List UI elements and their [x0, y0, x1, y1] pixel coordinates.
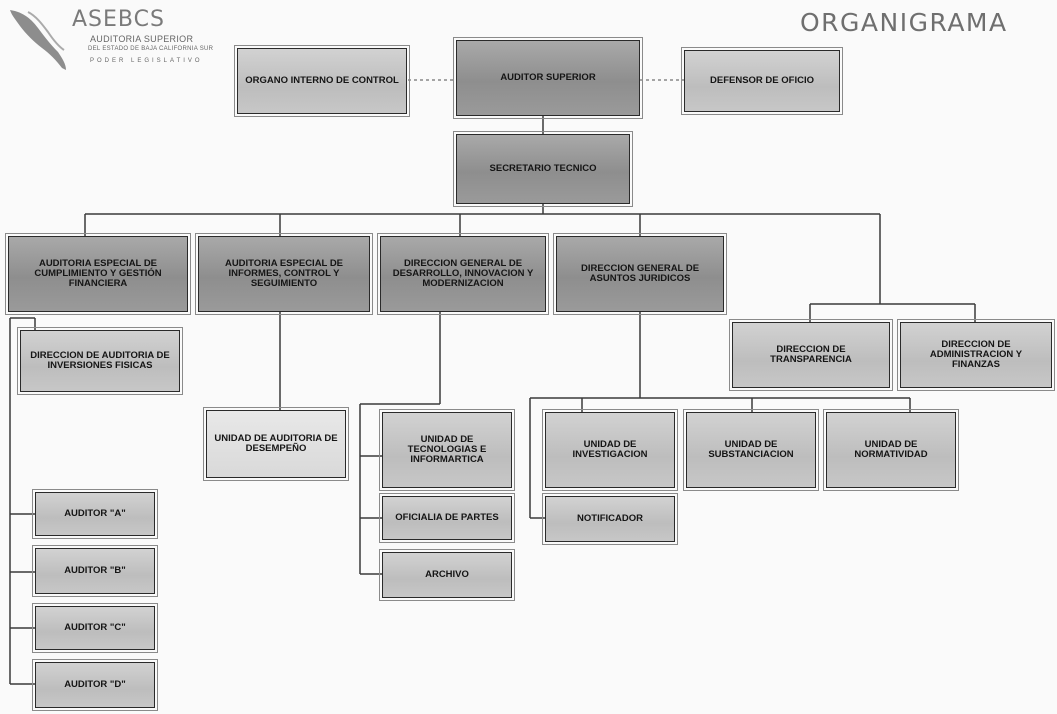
node-ae-cumplimiento: AUDITORIA ESPECIAL DE CUMPLIMIENTO Y GES…	[5, 233, 191, 315]
logo-subtitle: AUDITORIA SUPERIOR	[90, 34, 194, 44]
node-ae-informes: AUDITORIA ESPECIAL DE INFORMES, CONTROL …	[195, 233, 373, 315]
node-dir-transparencia: DIRECCION DE TRANSPARENCIA	[729, 319, 893, 391]
node-archivo: ARCHIVO	[379, 549, 515, 601]
node-dg-desarrollo: DIRECCION GENERAL DE DESARROLLO, INNOVAC…	[377, 233, 549, 315]
node-defensor-de-oficio: DEFENSOR DE OFICIO	[681, 47, 843, 115]
logo-wordmark: ASEBCS	[72, 7, 165, 32]
node-dir-administracion: DIRECCION DE ADMINISTRACION Y FINANZAS	[897, 319, 1055, 391]
node-auditor-c: AUDITOR "C"	[32, 603, 158, 653]
node-unidad-normatividad: UNIDAD DE NORMATIVIDAD	[823, 409, 959, 491]
logo-motto: PODER LEGISLATIVO	[90, 58, 203, 64]
logo: ASEBCS AUDITORIA SUPERIOR DEL ESTADO DE …	[6, 6, 236, 78]
baja-california-map-icon	[10, 10, 66, 70]
node-unidad-substanciacion: UNIDAD DE SUBSTANCIACION	[683, 409, 819, 491]
page-title: ORGANIGRAMA	[800, 8, 1008, 37]
node-notificador: NOTIFICADOR	[542, 493, 678, 545]
node-organo-interno: ORGANO INTERNO DE CONTROL	[234, 45, 410, 117]
node-unidad-investigacion: UNIDAD DE INVESTIGACION	[542, 409, 678, 491]
logo-tagline: DEL ESTADO DE BAJA CALIFORNIA SUR	[88, 46, 214, 52]
node-unidad-tecnologias: UNIDAD DE TECNOLOGIAS E INFORMARTICA	[379, 409, 515, 491]
node-dg-juridicos: DIRECCION GENERAL DE ASUNTOS JURIDICOS	[553, 233, 727, 315]
node-auditor-b: AUDITOR "B"	[32, 545, 158, 597]
node-auditor-superior: AUDITOR SUPERIOR	[453, 37, 643, 119]
node-dir-auditoria-inversiones: DIRECCION DE AUDITORIA DE INVERSIONES FI…	[17, 327, 183, 395]
node-unidad-desempeno: UNIDAD DE AUDITORIA DE DESEMPEÑO	[203, 407, 349, 481]
node-secretario-tecnico: SECRETARIO TECNICO	[453, 131, 633, 207]
node-oficialia-de-partes: OFICIALIA DE PARTES	[379, 493, 515, 543]
node-auditor-a: AUDITOR "A"	[32, 489, 158, 539]
node-auditor-d: AUDITOR "D"	[32, 659, 158, 711]
